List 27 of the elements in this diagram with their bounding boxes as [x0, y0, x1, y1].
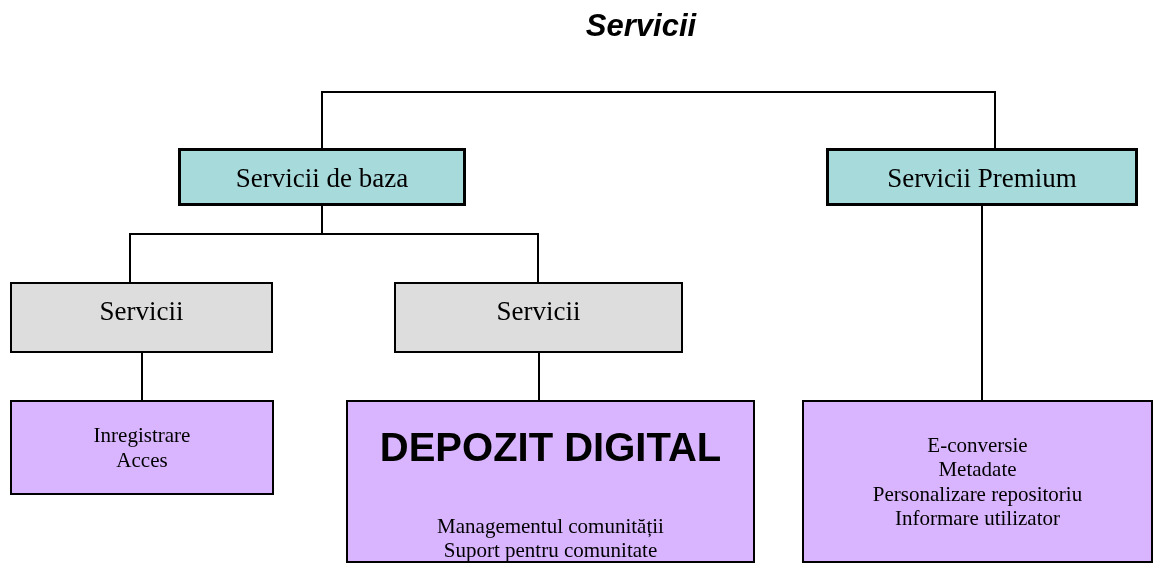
- list-item: Informare utilizator: [895, 505, 1060, 530]
- list-item: Suport pentru comunitate: [443, 538, 658, 563]
- list-item: Acces: [116, 447, 168, 472]
- group-box: [394, 282, 683, 353]
- list-box: [802, 400, 1153, 563]
- list-item: Inregistrare: [93, 423, 191, 448]
- list-item: Metadate: [938, 457, 1017, 482]
- box-label: Servicii de baza: [235, 163, 409, 195]
- group-box: [10, 282, 273, 353]
- connector-line: [640, 91, 996, 149]
- box-label: Servicii Premium: [887, 163, 1077, 195]
- list-item: Managementul comunității: [437, 514, 664, 539]
- connector-line: [321, 205, 539, 283]
- list-box: [10, 400, 274, 495]
- connector-line: [538, 352, 540, 401]
- root-label: Servicii: [585, 8, 697, 44]
- feature-box: [346, 400, 755, 563]
- list-item: Personalizare repositoriu: [872, 481, 1083, 506]
- box-heading: DEPOZIT DIGITAL: [379, 424, 722, 470]
- category-box: [826, 148, 1138, 206]
- connector-line: [321, 91, 642, 149]
- connector-line: [981, 205, 983, 401]
- box-label: Servicii: [99, 296, 184, 328]
- connector-line: [141, 352, 143, 401]
- box-label: Servicii: [496, 296, 581, 328]
- category-box: [178, 148, 466, 206]
- list-item: E-conversie: [927, 433, 1028, 458]
